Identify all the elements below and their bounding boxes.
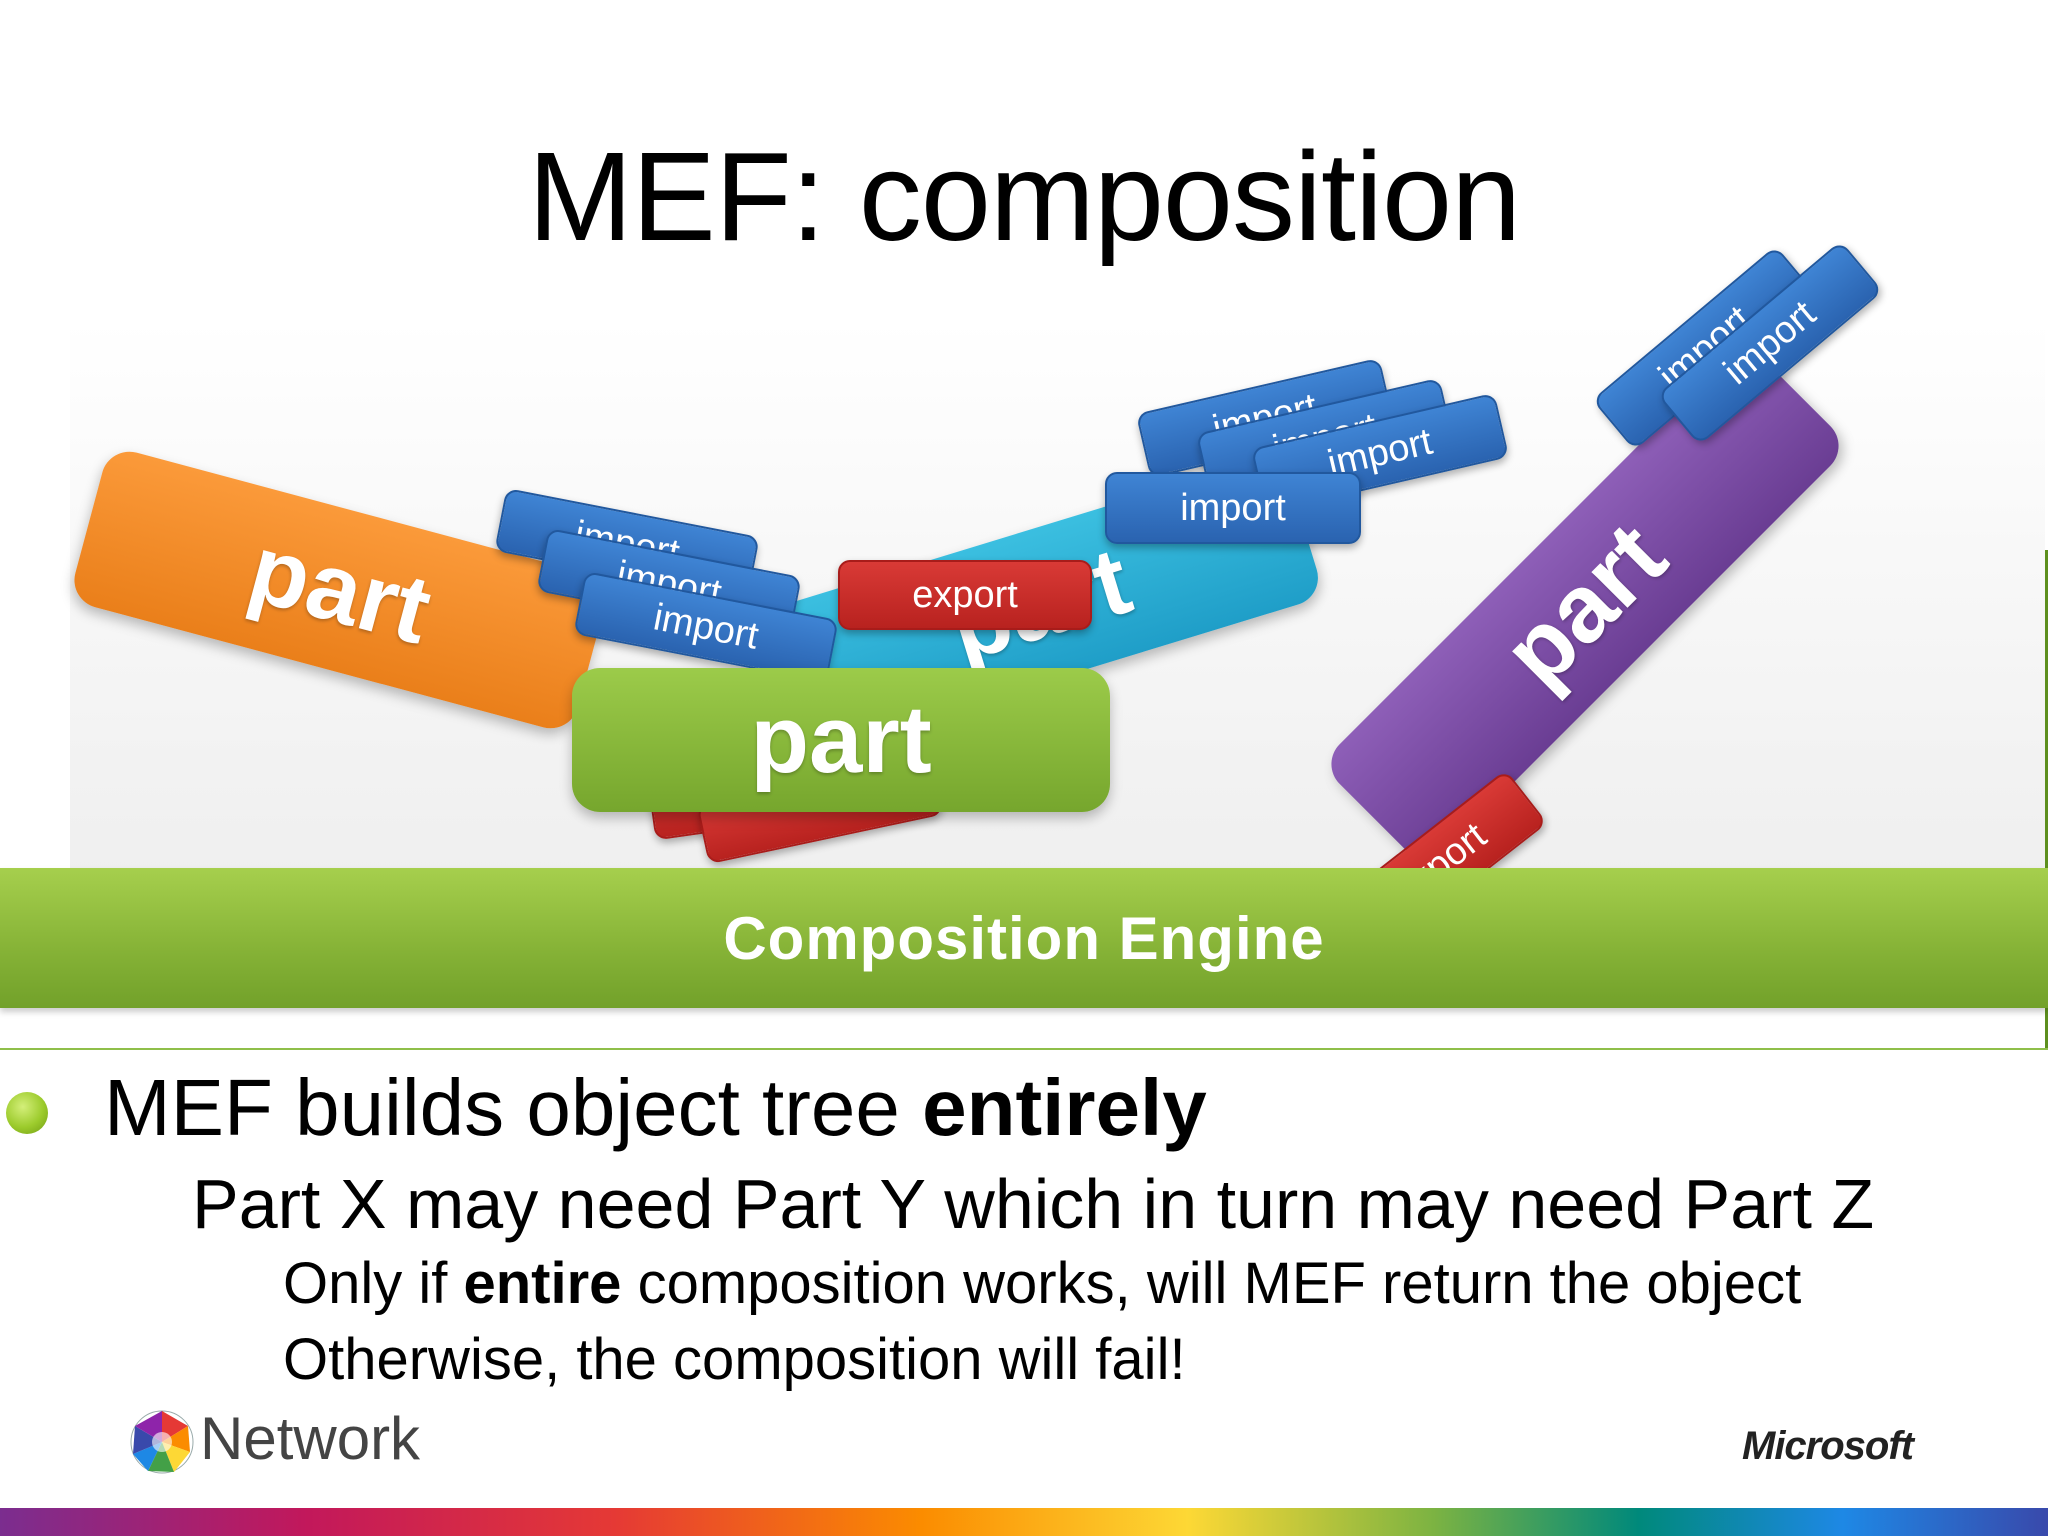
composition-diagram: part part import import import import ex… xyxy=(68,240,2045,880)
bullet-level-3a: Only if entire composition works, will M… xyxy=(283,1251,1802,1316)
network-logo-icon xyxy=(130,1410,194,1474)
bullet-level-1: MEF builds object tree entirely xyxy=(104,1063,1207,1152)
microsoft-logo: Microsoft xyxy=(1742,1424,1914,1468)
engine-divider xyxy=(0,1048,2048,1050)
composition-engine-label: Composition Engine xyxy=(723,904,1325,972)
export-tag-cyan: export xyxy=(838,560,1092,630)
import-tag-mid-4: import xyxy=(1105,472,1361,544)
network-label: Network xyxy=(200,1405,421,1472)
composition-engine-bar: Composition Engine xyxy=(0,868,2048,1008)
bullet-dot-icon xyxy=(6,1092,48,1134)
right-border-line xyxy=(2045,550,2048,1050)
bullet-level-2: Part X may need Part Y which in turn may… xyxy=(192,1165,1875,1243)
bullet-level-3b: Otherwise, the composition will fail! xyxy=(283,1327,1186,1392)
part-block-green: part xyxy=(572,668,1110,812)
rainbow-footer-bar xyxy=(0,1508,2048,1536)
slide-title: MEF: composition xyxy=(527,126,1521,267)
